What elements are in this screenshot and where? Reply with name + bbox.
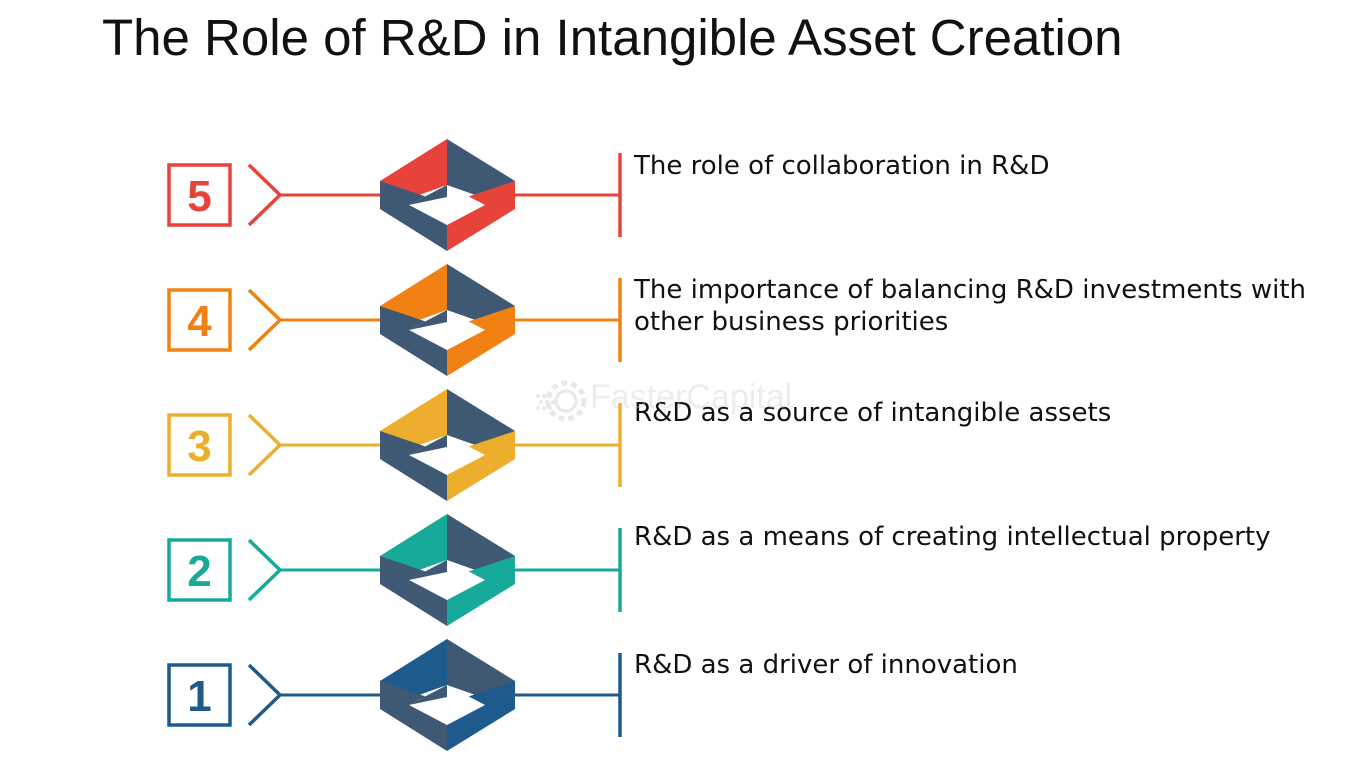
- step-label-line: The role of collaboration in R&D: [634, 151, 1050, 181]
- step-label-5: The role of collaboration in R&D: [634, 150, 1334, 182]
- step-label-1: R&D as a driver of innovation: [634, 649, 1334, 681]
- step-number: 3: [187, 422, 211, 471]
- step-number-box: [167, 163, 232, 227]
- watermark-text: FasterCapital: [590, 378, 793, 416]
- diamond-frame-icon: [380, 139, 515, 251]
- step-number-box: [167, 538, 232, 602]
- page-title: The Role of R&D in Intangible Asset Crea…: [102, 9, 1123, 66]
- watermark: FasterCapital: [532, 376, 822, 426]
- chevron-icon: [247, 663, 283, 727]
- chevron-icon: [247, 538, 283, 602]
- step-number-box: [167, 288, 232, 352]
- step-number-box: [167, 663, 232, 727]
- step-number: 1: [187, 672, 211, 721]
- diamond-frame-icon: [380, 514, 515, 626]
- step-number: 4: [187, 297, 212, 346]
- chevron-icon: [247, 163, 283, 227]
- gear-logo-icon: [536, 380, 587, 422]
- chevron-icon: [247, 413, 283, 477]
- step-label-line: R&D as a means of creating intellectual …: [634, 522, 1271, 552]
- diamond-frame-icon: [380, 639, 515, 751]
- step-label-line: other business priorities: [634, 307, 949, 337]
- diamond-frame-icon: [380, 389, 515, 501]
- step-number-box: [167, 413, 232, 477]
- step-label-line: The importance of balancing R&D investme…: [634, 275, 1307, 305]
- step-row-3: 3: [167, 389, 622, 501]
- step-number: 5: [187, 172, 211, 221]
- step-label-line: R&D as a source of intangible assets: [634, 398, 1112, 428]
- step-number: 2: [187, 547, 211, 596]
- step-row-1: 1: [167, 639, 622, 751]
- step-row-2: 2: [167, 514, 622, 626]
- step-row-4: 4: [167, 264, 622, 376]
- diamond-frame-icon: [380, 264, 515, 376]
- step-label-2: R&D as a means of creating intellectual …: [634, 521, 1334, 553]
- step-row-5: 5: [167, 139, 622, 251]
- step-label-4: The importance of balancing R&D investme…: [634, 274, 1334, 338]
- step-label-line: R&D as a driver of innovation: [634, 650, 1018, 680]
- step-label-3: R&D as a source of intangible assets: [634, 397, 1334, 429]
- chevron-icon: [247, 288, 283, 352]
